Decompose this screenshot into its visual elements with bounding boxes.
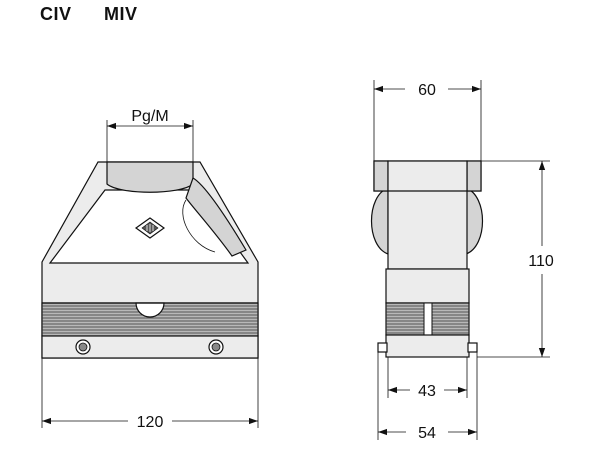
angled-entry-bore — [185, 177, 247, 257]
dim-label-side-inner-width: 43 — [418, 383, 436, 400]
side-pin-right-icon — [467, 342, 478, 353]
side-view: 60 110 43 54 — [370, 80, 554, 442]
dim-label-side-height: 110 — [528, 253, 554, 270]
cable-entry-collar — [106, 161, 194, 193]
dim-label-front-width: 120 — [137, 414, 164, 431]
dim-label-entry-thread: Pg/M — [131, 108, 168, 125]
product-code-civ: CIV — [40, 4, 72, 24]
dim-label-side-top-width: 60 — [418, 82, 436, 99]
side-pin-left-icon — [377, 342, 388, 353]
side-central-stem — [387, 160, 468, 270]
side-band-split — [423, 302, 433, 336]
side-lobe-left — [370, 187, 389, 255]
front-base-plate — [41, 335, 259, 359]
side-lobe-right — [465, 187, 484, 255]
mounting-screw-left-icon — [75, 339, 91, 355]
dim-label-side-base-width: 54 — [418, 425, 436, 442]
front-view: Pg/M 120 — [41, 108, 259, 431]
band-cutout — [135, 302, 165, 318]
brand-logo-icon — [134, 217, 166, 239]
side-base — [385, 334, 470, 358]
side-shoulder — [385, 268, 470, 304]
bore-contour — [182, 199, 216, 253]
product-code-miv: MIV — [104, 4, 138, 24]
mounting-screw-right-icon — [208, 339, 224, 355]
